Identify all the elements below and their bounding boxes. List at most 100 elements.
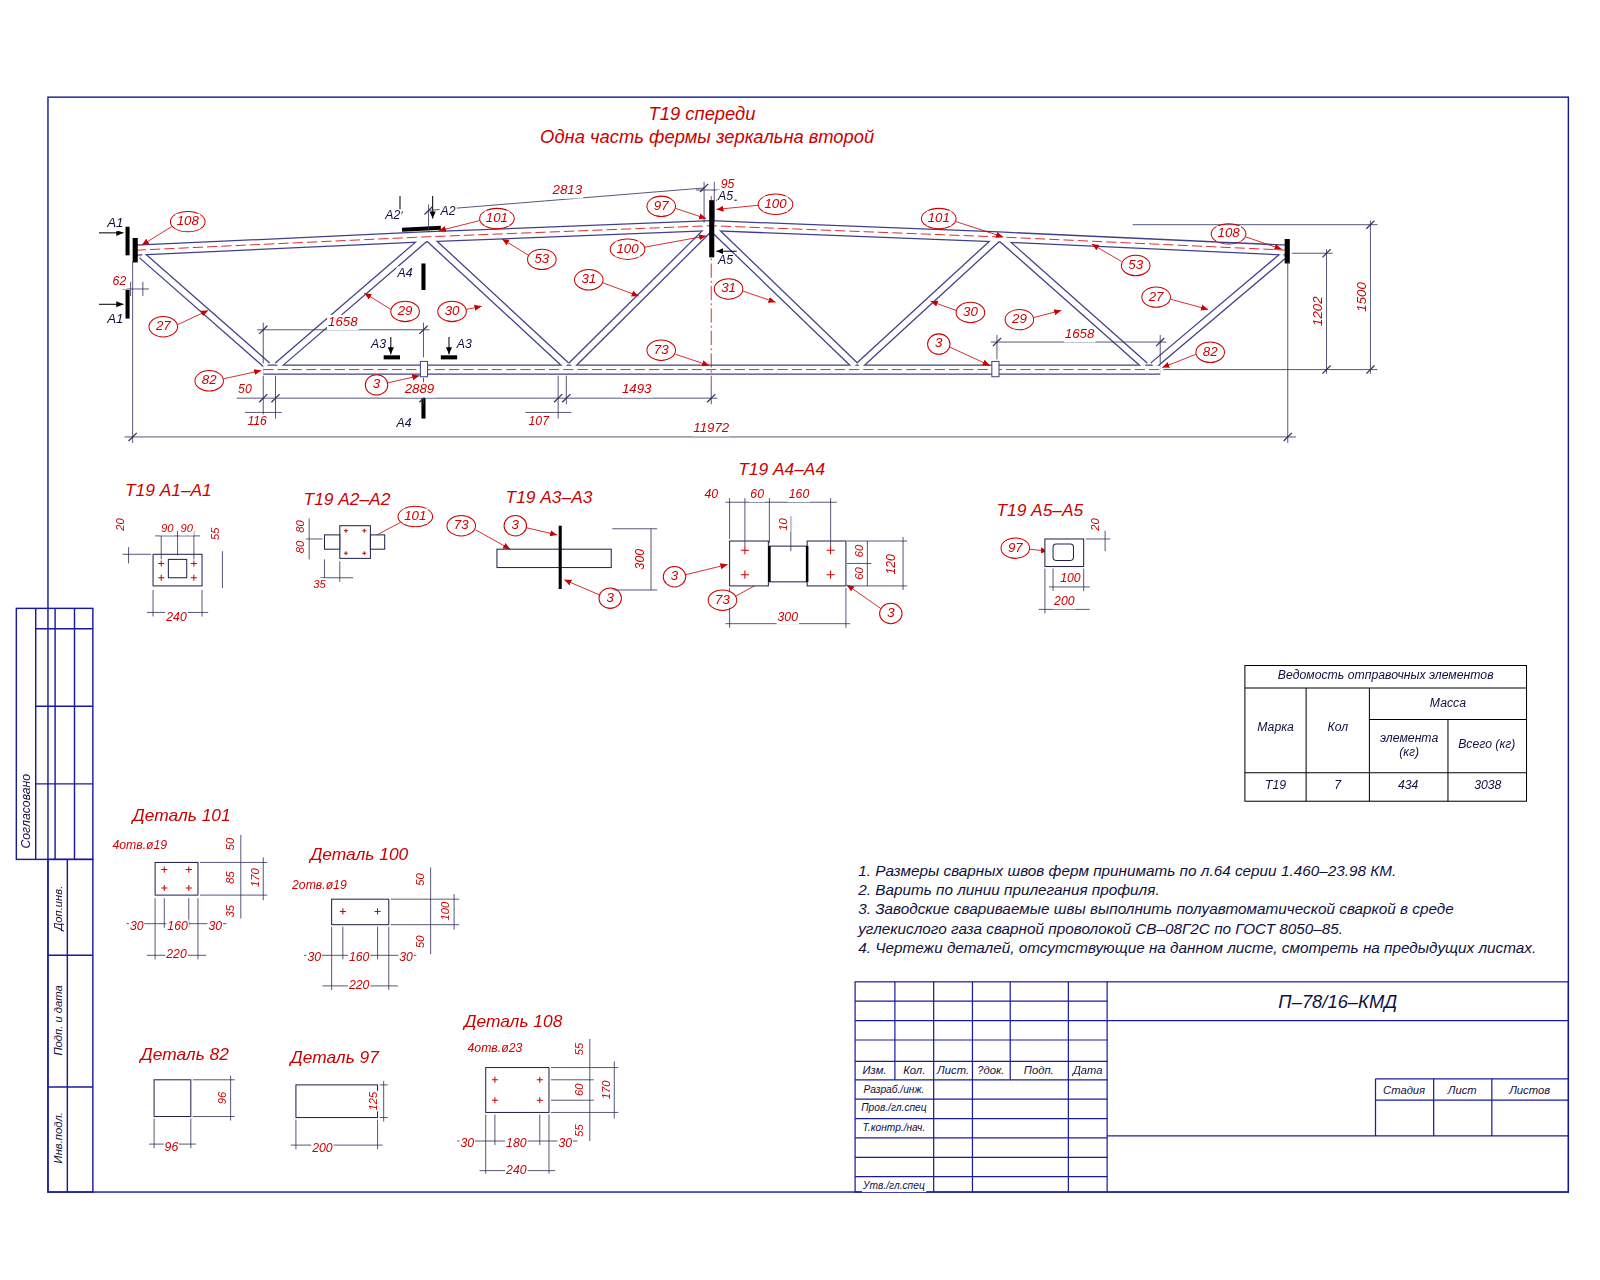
- dimension-text: 2813: [552, 183, 584, 198]
- dimension-text: 30: [398, 951, 414, 965]
- dimension-text: 220: [348, 979, 370, 993]
- callout-number: 82: [1202, 344, 1219, 359]
- view-title: Т19 А5–А5: [995, 500, 1084, 520]
- dimension-text: 30: [557, 1137, 573, 1151]
- section-mark: А5: [717, 190, 734, 204]
- callout-number: 3: [511, 518, 520, 533]
- table-cell: 3038: [1473, 779, 1502, 793]
- dimension-text: 100: [1059, 572, 1081, 586]
- dimension-text: 85: [224, 870, 237, 885]
- dimension-text: 35: [224, 904, 237, 919]
- dimension-text: 55: [573, 1123, 586, 1138]
- note-text: 4. Чертежи деталей, отсутствующие на дан…: [857, 939, 1537, 957]
- dimension-text: 35: [312, 578, 327, 591]
- dimension-text: 30: [129, 919, 145, 933]
- dimension-text: 300: [777, 610, 799, 624]
- table-cell: Т19: [1264, 779, 1287, 793]
- dimension-text: 220: [165, 948, 187, 962]
- callout-number: 97: [653, 199, 670, 214]
- section-mark: А1: [106, 216, 124, 231]
- dimension-text: 50: [237, 383, 253, 397]
- title-block-text: Утв./гл.спец: [862, 1180, 926, 1192]
- note-text: 2. Варить по линии прилегания профиля.: [857, 881, 1161, 899]
- dimension-text: 11972: [692, 421, 730, 436]
- dimension-text: 40: [703, 488, 719, 502]
- callout-number: 31: [720, 281, 737, 296]
- dimension-text: 1202: [1311, 295, 1326, 327]
- table-cell: Масса: [1429, 697, 1467, 711]
- callout-number: 82: [201, 373, 218, 388]
- note-text: 3. Заводские свариваемые швы выполнить п…: [857, 899, 1484, 938]
- callout-number: 29: [397, 304, 414, 319]
- title-block-text: Подп.: [1023, 1064, 1055, 1077]
- title-block-text: Кол.: [902, 1064, 926, 1077]
- section-mark: А2: [384, 209, 401, 223]
- callout-number: 108: [176, 214, 200, 229]
- table-cell: 7: [1333, 779, 1342, 793]
- title-block-text: Дата: [1072, 1064, 1104, 1077]
- table-cell: Всего (кг): [1450, 738, 1523, 752]
- callout-number: 101: [927, 211, 951, 226]
- dimension-text: 200: [311, 1142, 333, 1156]
- view-title: Одна часть фермы зеркальна второй: [539, 126, 875, 147]
- view-title: Деталь 101: [132, 805, 232, 825]
- dimension-text: 20: [114, 517, 127, 532]
- callout-number: 3: [372, 377, 381, 392]
- table-cell: элемента (кг): [1376, 732, 1443, 760]
- dimension-text: 1658: [1064, 327, 1096, 342]
- title-block-text: Листов: [1508, 1083, 1551, 1096]
- section-mark: А2: [439, 205, 456, 219]
- table-cell: 434: [1397, 779, 1419, 793]
- dimension-text: 1493: [621, 382, 653, 397]
- section-mark: А3: [370, 338, 387, 352]
- section-mark: А1: [106, 312, 124, 327]
- table-cell: Кол: [1326, 721, 1349, 735]
- section-mark: А3: [456, 338, 473, 352]
- callout-number: 101: [485, 211, 509, 226]
- dimension-text: 107: [528, 414, 550, 428]
- title-block-text: П–78/16–КМД: [1277, 991, 1398, 1012]
- section-mark: А4: [396, 416, 413, 430]
- stamp-text: Инв.подл.: [52, 1111, 65, 1164]
- title-block-text: ?док.: [976, 1064, 1005, 1077]
- dimension-text: 90: [179, 522, 194, 535]
- dimension-text: 170: [249, 867, 262, 888]
- title-block-text: Т.контр./нач.: [861, 1122, 926, 1134]
- dimension-text: 60: [853, 544, 866, 559]
- dimension-text: 30: [207, 919, 223, 933]
- dimension-text: 50: [414, 935, 427, 950]
- view-title: Деталь 100: [309, 845, 409, 865]
- callout-number: 53: [533, 252, 550, 267]
- dimension-text: 300: [634, 548, 648, 570]
- callout-number: 3: [886, 606, 895, 621]
- view-title: Т19 А2–А2: [303, 490, 392, 510]
- dimension-text: 96: [216, 1091, 229, 1106]
- dimension-text: 62: [112, 275, 128, 289]
- callout-number: 73: [453, 518, 470, 533]
- stamp-text: Подп. и дата: [52, 984, 65, 1056]
- stamp-text: Доп.инв.: [52, 885, 65, 932]
- callout-number: 101: [403, 509, 427, 524]
- title-block-text: Изм.: [861, 1064, 887, 1077]
- view-title: Деталь 108: [463, 1011, 563, 1031]
- title-block-text: Лист.: [936, 1064, 970, 1077]
- dimension-text: 200: [1053, 595, 1075, 609]
- dimension-text: 116: [246, 414, 268, 428]
- dimension-text: 20: [1088, 517, 1101, 532]
- dimension-text: 30: [306, 951, 322, 965]
- title-block-text: Лист: [1447, 1083, 1478, 1096]
- callout-number: 27: [1148, 289, 1165, 304]
- callout-number: 73: [653, 342, 670, 357]
- callout-number: 108: [1216, 226, 1240, 241]
- dimension-text: 4отв.ø23: [467, 1042, 524, 1056]
- table-cell: Ведомость отправочных элементов: [1277, 668, 1495, 682]
- view-title: Т19 спереди: [648, 104, 757, 125]
- table-cell: Марка: [1256, 721, 1295, 735]
- dimension-text: 60: [749, 488, 765, 502]
- section-mark: А5: [717, 254, 734, 268]
- dimension-text: 80: [294, 540, 307, 555]
- title-block-text: Стадия: [1382, 1083, 1426, 1096]
- view-title: Деталь 82: [139, 1045, 229, 1065]
- dimension-text: 180: [505, 1137, 527, 1151]
- title-block-text: Пров./гл.спец: [860, 1102, 928, 1114]
